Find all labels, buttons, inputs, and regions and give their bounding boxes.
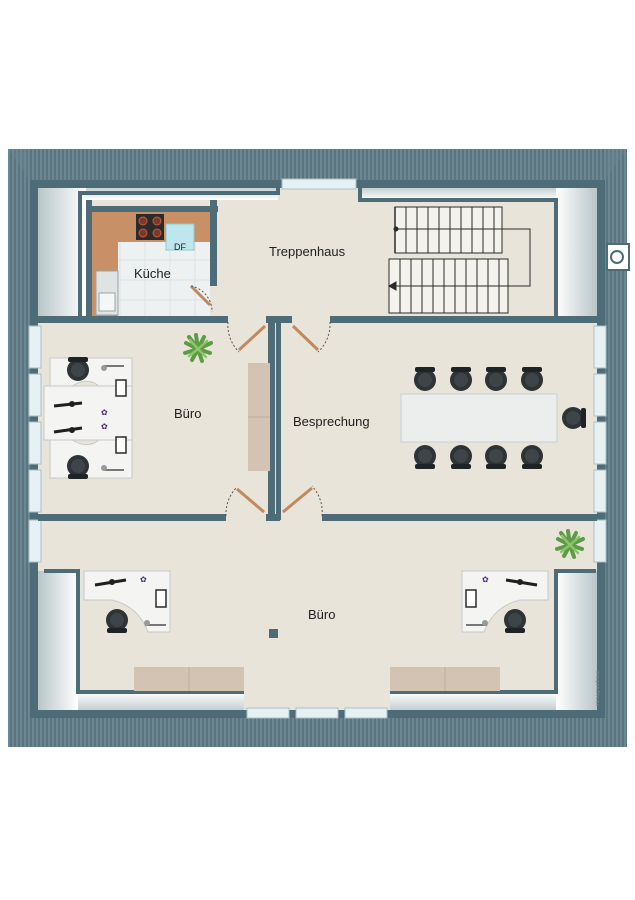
office-chair-icon [106,609,128,633]
meeting-chair-icon [485,445,507,469]
monitor-icon [115,436,127,454]
chimney-flue-icon [610,250,624,264]
meeting-chair-icon [450,367,472,391]
roof-hip-top-right [605,149,627,180]
monitor-icon [115,379,127,397]
doors [189,284,331,517]
office-door-top [227,321,267,353]
meeting-door-top [291,321,331,353]
kitchen: DF Küche [92,212,210,316]
burner-icon [152,216,162,226]
dishwasher [165,223,195,251]
sink-basin [98,292,116,312]
meeting-chair-icon [521,445,543,469]
meeting-chair-icon [485,367,507,391]
kitchen-label: Küche [134,266,171,281]
meeting-chair-icon [414,445,436,469]
burner-icon [138,216,148,226]
stair-direction-line [392,228,531,287]
knee-walls [44,180,596,694]
dishwasher-label: DF [174,242,186,252]
keyboard-icon [53,401,83,408]
windows [28,178,607,719]
meeting-chair-icon [414,367,436,391]
meeting-door-bottom [282,485,323,517]
office-bottom: ✿ ✿ Büro [83,529,585,691]
slope-top-strip-right [360,188,556,200]
monitor-icon [155,589,167,608]
burner-icon [152,228,162,238]
burner-icon [138,228,148,238]
flower-icon: ✿ [140,575,147,584]
flower-icon: ✿ [101,422,108,431]
staircase [387,206,531,314]
desk [83,570,171,633]
roof-hip-top-left [8,149,30,180]
meeting-chair-icon [450,445,472,469]
office-chair-icon [67,455,89,479]
kitchen-door [189,284,213,313]
slope-bottom-strip-left [78,692,244,710]
stair-steps-upper [405,207,495,253]
flower-icon: ✿ [101,408,108,417]
interior-walls [38,200,597,638]
slope-bottom-right [556,571,597,710]
office-left-label: Büro [174,406,201,421]
stair-arrow-icon [387,281,397,291]
slope-top-right [556,188,597,316]
conference-table [400,393,558,443]
meeting-label: Besprechung [293,414,370,429]
office-left: ✿ ✿ Büro [43,333,270,479]
keyboard-icon [53,426,83,434]
monitor-icon [465,589,477,608]
meeting-room: Besprechung [293,367,586,469]
office-door-bottom [225,486,265,517]
office-chair-icon [504,609,526,633]
office-chair-icon [67,357,89,381]
slope-bottom-left [38,571,78,710]
slope-bottom-strip-right [390,692,556,710]
meeting-chair-icon [562,407,586,429]
meeting-chair-icon [521,367,543,391]
office-bottom-label: Büro [308,607,335,622]
stairwell-label: Treppenhaus [269,244,346,259]
flower-icon: ✿ [482,575,489,584]
desk [461,570,549,633]
credit-text: immogrundrisse [595,670,601,706]
